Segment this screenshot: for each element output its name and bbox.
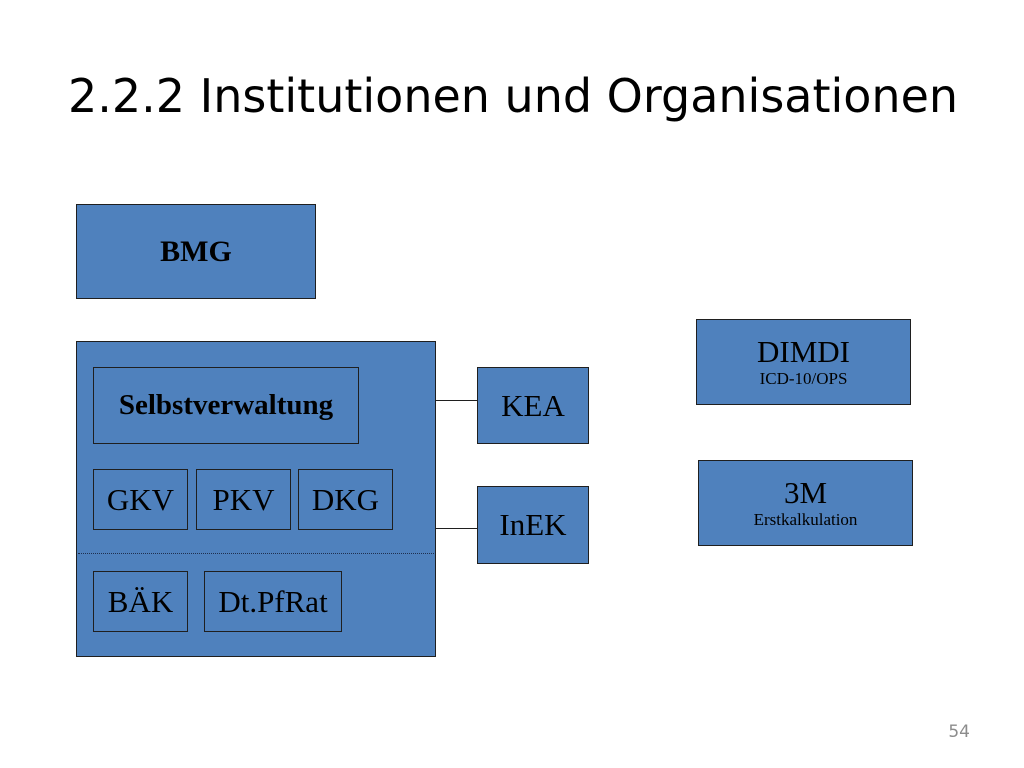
- baek-box: BÄK: [93, 571, 188, 632]
- pflegerat-label: Dt.PfRat: [218, 583, 328, 619]
- kea-box: KEA: [477, 367, 589, 444]
- dimdi-sublabel: ICD-10/OPS: [759, 369, 848, 388]
- pkv-label: PKV: [212, 481, 275, 517]
- gkv-label: GKV: [106, 481, 175, 517]
- threem-label: 3M: [783, 475, 828, 510]
- page-number: 54: [948, 722, 970, 742]
- bmg-label: BMG: [160, 234, 232, 268]
- connector-inek: [436, 528, 478, 529]
- baek-label: BÄK: [107, 583, 174, 619]
- inek-box: InEK: [477, 486, 589, 564]
- kea-label: KEA: [501, 387, 565, 423]
- dkg-label: DKG: [311, 481, 380, 517]
- pkv-box: PKV: [196, 469, 291, 530]
- threem-box: 3M Erstkalkulation: [698, 460, 913, 546]
- dimdi-box: DIMDI ICD-10/OPS: [696, 319, 911, 405]
- group-divider: [78, 553, 434, 554]
- selbstverwaltung-label: Selbstverwaltung: [118, 389, 334, 421]
- bmg-box: BMG: [76, 204, 316, 299]
- selbstverwaltung-group: [76, 341, 436, 657]
- selbstverwaltung-box: Selbstverwaltung: [93, 367, 359, 444]
- threem-sublabel: Erstkalkulation: [753, 510, 858, 529]
- pflegerat-box: Dt.PfRat: [204, 571, 342, 632]
- gkv-box: GKV: [93, 469, 188, 530]
- dimdi-label: DIMDI: [757, 334, 850, 369]
- dkg-box: DKG: [298, 469, 393, 530]
- inek-label: InEK: [499, 507, 567, 542]
- connector-kea: [436, 400, 478, 401]
- slide-title: 2.2.2 Institutionen und Organisationen: [68, 69, 959, 123]
